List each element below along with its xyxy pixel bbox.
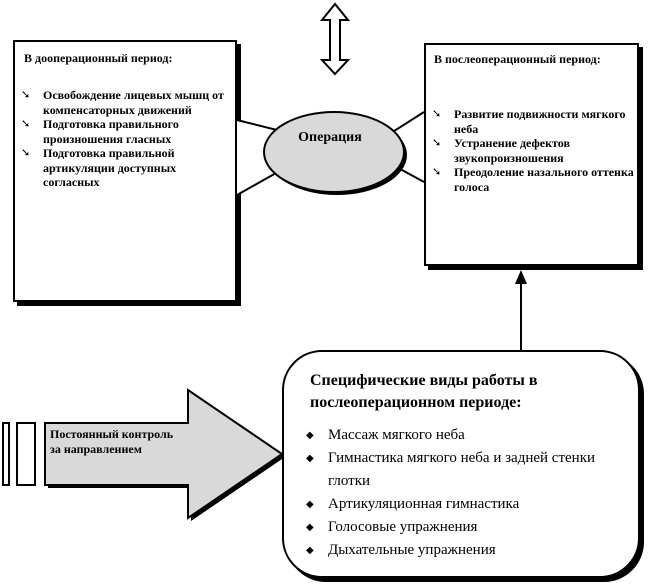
list-item: ◆Артикуляционная гимнастика xyxy=(306,493,626,516)
arrow-down-right-icon: ➘ xyxy=(432,107,442,120)
operation-label: Операция xyxy=(298,130,362,145)
arrow-down-right-icon: ➘ xyxy=(432,136,442,149)
preoperative-heading: В дооперационный период: xyxy=(24,51,173,65)
list-item: ➘Развитие подвижности мягкого неба xyxy=(432,107,626,136)
preoperative-list: ➘Освобождение лицевых мышц от компенсато… xyxy=(21,88,231,190)
list-item: ◆Голосовые упражнения xyxy=(306,516,626,539)
diamond-icon: ◆ xyxy=(306,545,314,556)
diamond-icon: ◆ xyxy=(306,499,314,510)
postoperative-list: ➘Развитие подвижности мягкого неба ➘Устр… xyxy=(432,107,634,194)
list-item: ◆Гимнастика мягкого неба и задней стенки… xyxy=(306,447,626,493)
diamond-icon: ◆ xyxy=(306,453,314,464)
list-item: ➘Подготовка правильной артикуляции досту… xyxy=(21,146,177,189)
diamond-icon: ◆ xyxy=(306,522,314,533)
up-arrow-connector xyxy=(515,270,527,350)
list-item: ➘Преодоление назального оттенка голоса xyxy=(432,165,634,194)
postoperative-heading: В послеоперационный период: xyxy=(434,52,601,66)
list-item: ➘Устранение дефектов звукопроизношения xyxy=(432,136,570,165)
double-arrow-icon xyxy=(319,2,351,76)
diamond-icon: ◆ xyxy=(306,430,314,441)
specific-work-box: Специфические виды работы в послеопераци… xyxy=(282,350,640,578)
arrow-down-right-icon: ➘ xyxy=(432,165,442,178)
block-arrow-shape xyxy=(2,388,285,521)
list-item: ➘Освобождение лицевых мышц от компенсато… xyxy=(21,88,224,117)
control-label: Постоянный контроль за направлением xyxy=(50,427,174,456)
list-item: ➘Подготовка правильного произношения гла… xyxy=(21,117,179,146)
arrow-down-right-icon: ➘ xyxy=(21,146,31,159)
list-item: ◆Дыхательные упражнения xyxy=(306,539,626,562)
postoperative-box: В послеоперационный период: ➘Развитие по… xyxy=(424,43,639,266)
list-item: ◆Массаж мягкого неба xyxy=(306,424,626,447)
arrow-down-right-icon: ➘ xyxy=(21,88,31,101)
preoperative-box: В дооперационный период: ➘Освобождение л… xyxy=(13,40,237,302)
arrow-down-right-icon: ➘ xyxy=(21,117,31,130)
specific-work-list: ◆Массаж мягкого неба ◆Гимнастика мягкого… xyxy=(306,424,626,562)
specific-work-title: Специфические виды работы в послеопераци… xyxy=(310,372,538,411)
